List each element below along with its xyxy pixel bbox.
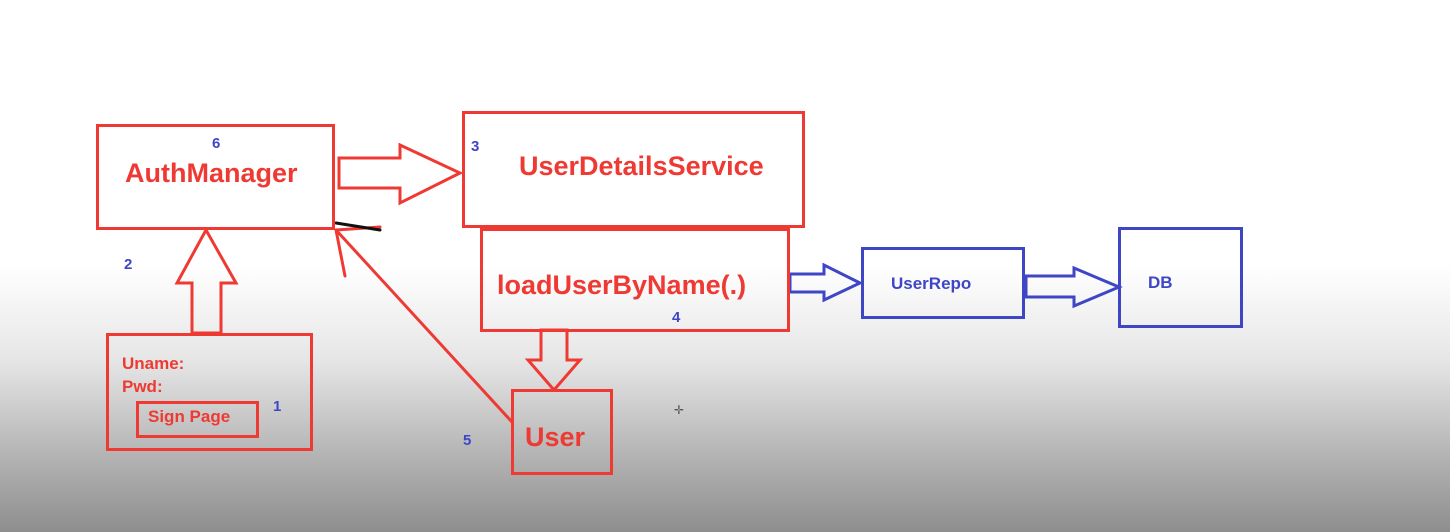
step-3-label: 3: [471, 138, 480, 155]
step-5-label: 5: [463, 432, 472, 449]
arrow-repo-to-db: [1024, 265, 1123, 309]
pwd-label: Pwd:: [122, 377, 163, 396]
step-2-label: 2: [124, 256, 133, 273]
arrow-auth-to-service: [337, 142, 464, 206]
user-box: [511, 389, 613, 475]
auth-manager-box: [96, 124, 335, 230]
user-details-service-box: [462, 111, 805, 228]
login-form-box: [106, 333, 313, 451]
user-details-service-label: UserDetailsService: [519, 151, 764, 181]
user-repo-box: [861, 247, 1025, 319]
db-box: [1118, 227, 1243, 328]
arrow-load-to-repo: [788, 262, 864, 303]
sign-page-button-label: Sign Page: [148, 407, 231, 426]
step-6-label: 6: [212, 135, 221, 152]
load-user-by-name-box: [480, 228, 790, 332]
db-label: DB: [1148, 273, 1173, 292]
arrow-load-to-user: [524, 328, 584, 393]
pen-mark: [334, 221, 382, 232]
arrow-form-to-auth: [174, 226, 239, 335]
sign-page-button: [136, 401, 259, 438]
uname-label: Uname:: [122, 354, 185, 373]
step-4-label: 4: [672, 309, 681, 326]
load-user-by-name-label: loadUserByName(.): [497, 270, 747, 300]
crosshair-cursor-icon: ✛: [674, 403, 685, 417]
user-label: User: [525, 422, 586, 452]
auth-manager-label: AuthManager: [125, 158, 298, 188]
user-repo-label: UserRepo: [891, 274, 972, 293]
step-1-label: 1: [273, 398, 282, 415]
